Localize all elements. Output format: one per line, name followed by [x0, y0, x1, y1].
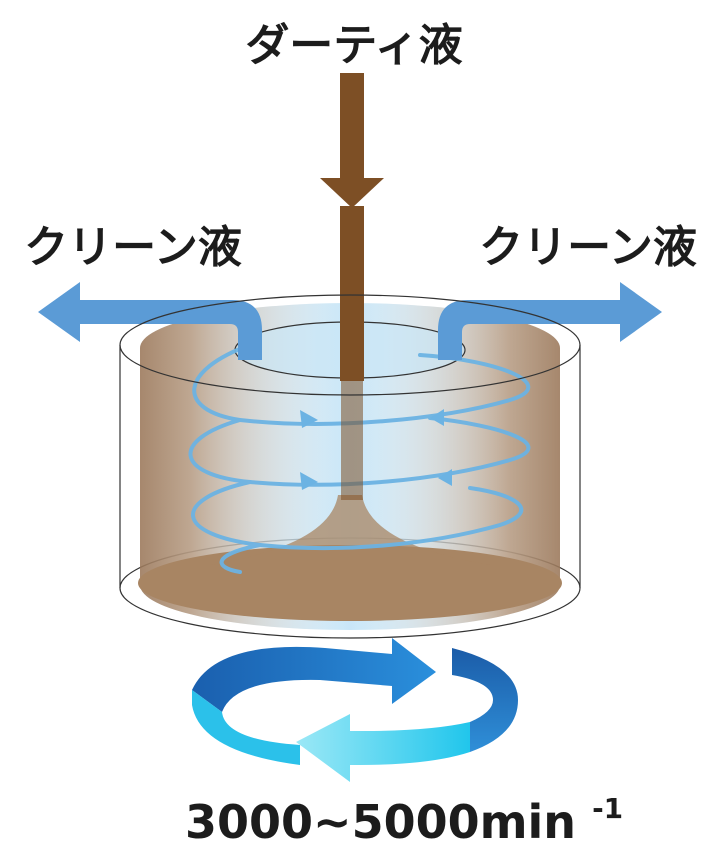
- dirty-liquid-inner-pipe: [340, 206, 364, 381]
- rotation-arrow-bottom: [296, 714, 470, 782]
- rotation-arrow-top: [192, 638, 436, 712]
- dirty-liquid-label: ダーティ液: [245, 20, 462, 71]
- rotation-indicator: [192, 638, 518, 782]
- clean-liquid-label-right: クリーン液: [479, 222, 697, 273]
- rotation-band-left: [192, 690, 300, 765]
- clean-liquid-arrow-right: [438, 282, 662, 360]
- rotation-speed-exponent: -1: [592, 792, 623, 825]
- cylinder-top-rim: [119, 294, 581, 396]
- spiral-arrowheads: [300, 409, 452, 490]
- rotation-band-right: [452, 648, 518, 752]
- clean-liquid-arrow-left: [38, 282, 262, 360]
- spiral-flow: [188, 343, 531, 574]
- rotation-speed-label: 3000~5000min -1: [185, 792, 623, 849]
- dirty-liquid-arrowhead: [320, 178, 384, 208]
- dirty-liquid-pipe: [340, 73, 364, 185]
- rotation-speed-value: 3000~5000min: [185, 795, 576, 849]
- cylinder-outer-wall: [119, 345, 581, 588]
- dirty-liquid-stem: [341, 380, 363, 500]
- clean-liquid-label-left: クリーン液: [24, 222, 242, 273]
